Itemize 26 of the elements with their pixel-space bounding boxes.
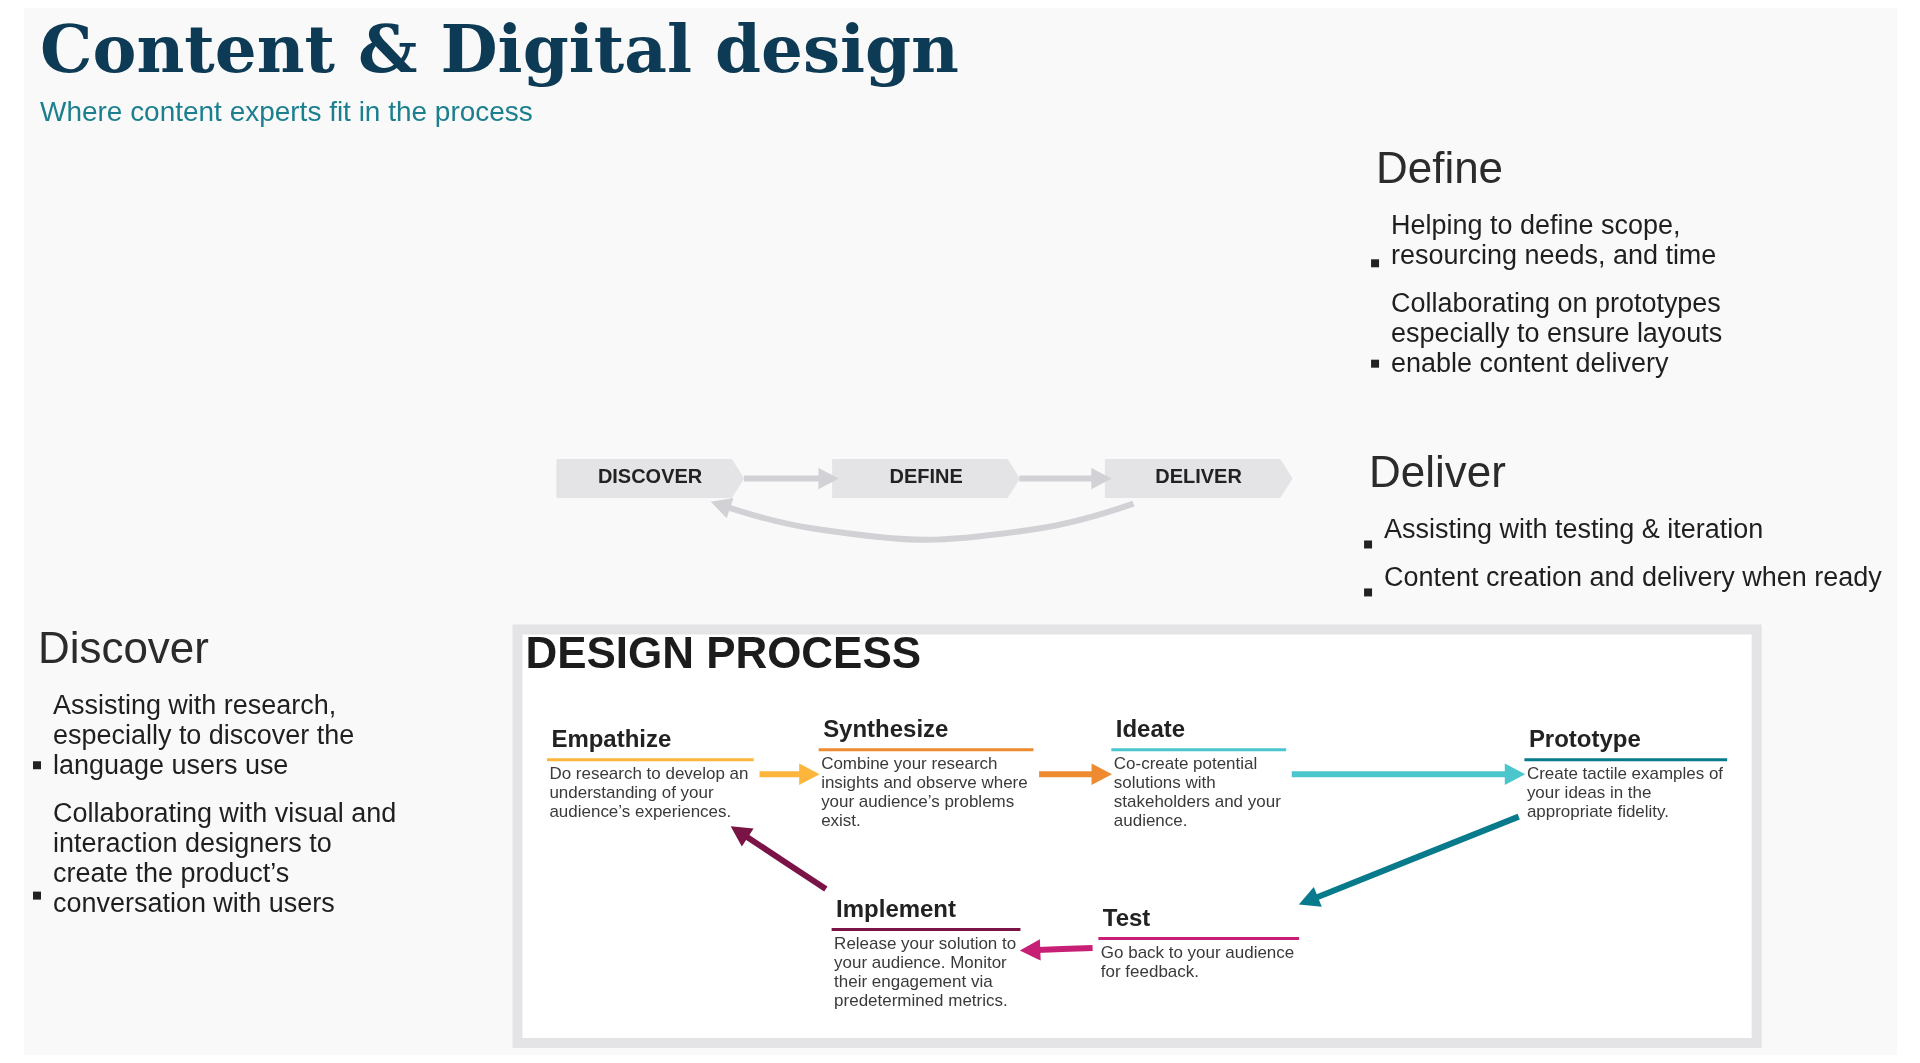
arrow — [730, 826, 827, 892]
arrow — [1018, 467, 1112, 490]
arrow — [759, 763, 820, 785]
arrow — [1019, 939, 1093, 961]
arrow — [1291, 763, 1525, 785]
label: Assisting with research, especially to discover the language users use — [52, 689, 354, 780]
label: Collaborating on prototypes especially to ensure layouts enable content delivery — [1390, 288, 1722, 379]
arrow — [743, 467, 839, 490]
node-text: Implement Release your solution to your audience. Monitor their engagement via predetermined metrics. — [833, 895, 1016, 1010]
node-text: Prototype Create tactile examples of your ideas in the appropriate fidelity. — [1526, 725, 1723, 821]
label: Define — [1375, 143, 1503, 193]
node-text: Test Go back to your audience for feedback. — [1100, 904, 1294, 981]
arrow — [1038, 763, 1112, 785]
node-text: Ideate Co-create potential solutions with stakeholders and your audience. — [1113, 715, 1281, 830]
node-text: Synthesize Combine your research insights and observe where your audience’s problems exist. — [820, 715, 1028, 830]
label: Deliver — [1368, 446, 1506, 496]
diagram-title: Content & Digital design — [39, 9, 959, 88]
label: Helping to define scope, resourcing needs, and time — [1390, 210, 1716, 271]
label: Discover — [37, 622, 209, 672]
label: Content creation and delivery when ready — [1383, 562, 1882, 593]
label: Assisting with testing & iteration — [1383, 514, 1763, 545]
caption: Where content experts fit in the process — [39, 96, 533, 128]
arrow — [710, 497, 1134, 543]
node-text: Empathize Do research to develop an understanding of your audience’s experiences. — [548, 725, 748, 821]
label: Collaborating with visual and interaction designers to create the product’s conversation with users — [52, 797, 396, 918]
arrow — [1298, 813, 1520, 907]
